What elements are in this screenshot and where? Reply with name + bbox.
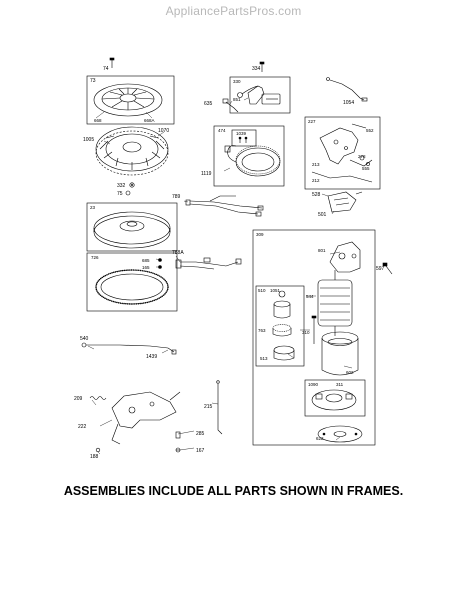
clip-285 xyxy=(175,431,181,439)
callout-635: 635 xyxy=(204,101,213,107)
armature-544 xyxy=(317,270,353,336)
brush-holder-part xyxy=(311,389,357,411)
callout-310: 310 xyxy=(302,330,310,335)
harness-788a xyxy=(175,257,242,270)
footer-note: ASSEMBLIES INCLUDE ALL PARTS SHOWN IN FR… xyxy=(63,484,404,498)
callout-1039: 1039 xyxy=(236,131,247,136)
bolt-334 xyxy=(259,61,265,72)
callout-167: 167 xyxy=(196,448,205,454)
washer-75 xyxy=(125,190,131,196)
callout-212: 212 xyxy=(312,178,320,183)
frame-330 xyxy=(229,76,291,114)
starter-bracket-part xyxy=(329,241,361,273)
callout-311: 311 xyxy=(336,382,344,387)
callout-309: 309 xyxy=(256,232,264,237)
callout-222: 222 xyxy=(78,424,87,430)
leader-lines xyxy=(87,97,353,455)
callout-668a: 668A xyxy=(144,118,155,123)
spark-plug-lead-635 xyxy=(222,98,239,113)
callout-23: 23 xyxy=(90,205,96,210)
callout-75: 75 xyxy=(117,191,123,197)
callout-1005: 1005 xyxy=(83,137,94,143)
pins-1039 xyxy=(238,136,248,143)
callout-1070: 1070 xyxy=(158,128,169,134)
frame-726 xyxy=(86,252,178,312)
callout-474: 474 xyxy=(218,128,226,133)
callout-555: 555 xyxy=(362,166,370,171)
callout-668: 668 xyxy=(94,118,102,123)
callout-334: 334 xyxy=(252,66,261,72)
frame-309 xyxy=(252,229,376,446)
callout-622: 622 xyxy=(316,436,324,441)
callout-1051: 1051 xyxy=(270,288,281,293)
control-lever-bracket-part xyxy=(111,391,181,445)
flywheel-screen-part xyxy=(93,83,163,117)
cable-540 xyxy=(81,342,177,355)
frame-474 xyxy=(213,125,285,187)
callout-1119: 1119 xyxy=(201,171,212,177)
starter-drive-part xyxy=(272,290,295,361)
rectifier-part xyxy=(327,191,363,213)
callout-278: 278 xyxy=(358,154,366,159)
screw-188 xyxy=(95,447,101,453)
screw-167 xyxy=(175,447,181,453)
callout-188: 188 xyxy=(90,454,99,460)
frame-510 xyxy=(255,285,305,367)
callout-851: 851 xyxy=(233,97,241,102)
ring-gear-part xyxy=(95,269,169,305)
callout-544: 544 xyxy=(306,294,314,299)
callout-74: 74 xyxy=(103,66,109,72)
callout-209: 209 xyxy=(74,396,83,402)
callout-1054: 1054 xyxy=(343,100,354,106)
callout-789: 789 xyxy=(172,194,181,200)
watermark-text: AppliancePartsPros.com xyxy=(165,4,302,18)
flywheel-fan-part xyxy=(95,126,169,176)
link-215 xyxy=(216,380,223,435)
callout-763: 763 xyxy=(258,328,266,333)
callout-597: 597 xyxy=(376,266,385,272)
callout-285: 285 xyxy=(196,431,205,437)
wire-harness-789 xyxy=(185,195,264,217)
callout-1090: 1090 xyxy=(308,382,319,387)
callout-330: 330 xyxy=(233,79,241,84)
callout-788a: 788A xyxy=(172,250,184,256)
callout-528: 528 xyxy=(312,192,321,198)
end-cap-622 xyxy=(317,425,363,443)
callout-227: 227 xyxy=(308,119,316,124)
control-bracket-part xyxy=(311,123,373,183)
alternator-stator-part xyxy=(224,145,281,177)
callout-215: 215 xyxy=(204,404,213,410)
callout-332: 332 xyxy=(117,183,126,189)
bolt-74 xyxy=(109,57,115,68)
callout-552: 552 xyxy=(366,128,374,133)
starter-housing-602 xyxy=(321,331,359,376)
callout-1439: 1439 xyxy=(146,354,157,360)
callout-labels: 74 73 668 668A 1005 1070 332 75 334 330 … xyxy=(74,66,385,460)
frame-227 xyxy=(304,116,381,190)
callout-165: 165 xyxy=(142,265,150,270)
callout-726: 726 xyxy=(91,255,99,260)
callout-602: 602 xyxy=(346,370,354,375)
callout-501: 501 xyxy=(318,212,327,218)
frame-73 xyxy=(86,75,175,125)
callout-510: 510 xyxy=(258,288,266,293)
frame-23 xyxy=(86,202,178,252)
rotor-plate-part xyxy=(93,211,171,249)
armature-part xyxy=(237,85,281,105)
callout-213: 213 xyxy=(312,162,320,167)
nut-332 xyxy=(129,182,135,188)
spring-209 xyxy=(89,396,107,400)
callout-513: 513 xyxy=(260,356,268,361)
bolt-597 xyxy=(382,262,393,275)
ground-wire-1054 xyxy=(326,77,368,102)
frame-1090 xyxy=(304,379,366,417)
through-bolt-310 xyxy=(311,315,317,344)
callout-801: 801 xyxy=(318,248,326,253)
frame-1039 xyxy=(231,129,257,147)
callout-73: 73 xyxy=(90,78,96,84)
callout-685: 685 xyxy=(142,258,150,263)
callout-540: 540 xyxy=(80,336,89,342)
